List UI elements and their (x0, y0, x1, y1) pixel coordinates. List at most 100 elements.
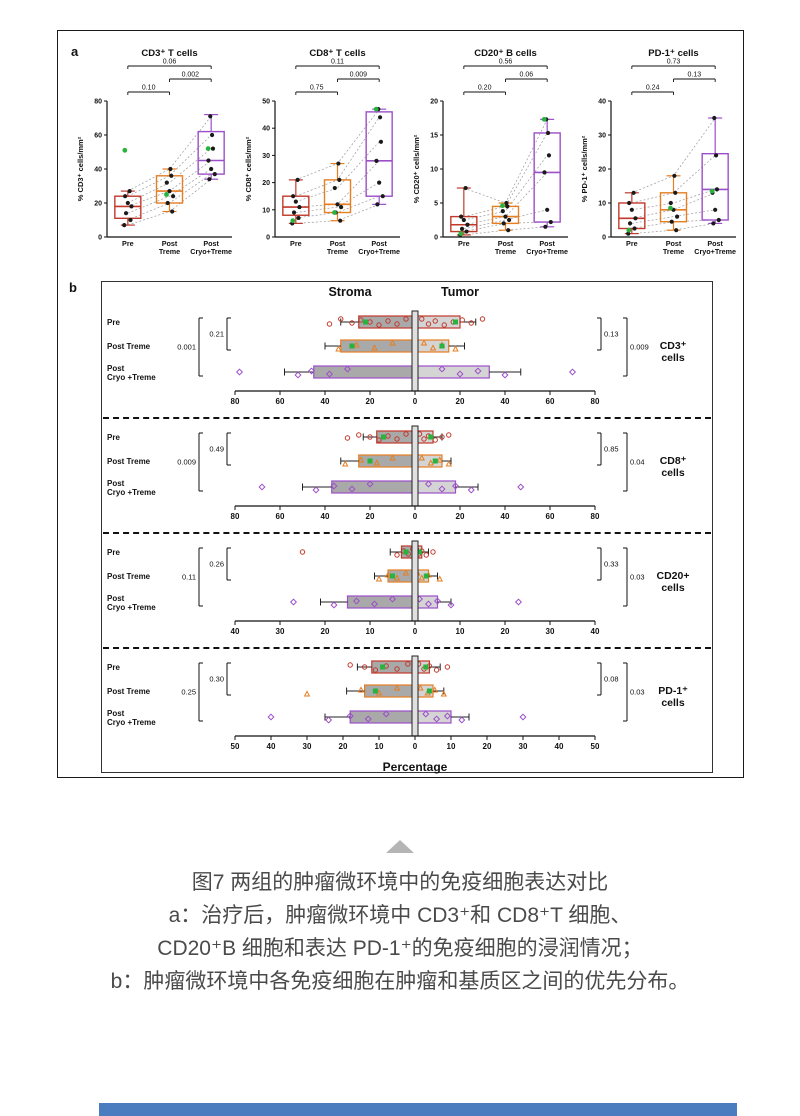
data-point (129, 204, 134, 209)
svg-text:CD8⁺: CD8⁺ (660, 455, 687, 467)
bar (331, 480, 416, 494)
svg-text:Post: Post (666, 239, 682, 248)
svg-text:CD8⁺ T cells: CD8⁺ T cells (309, 48, 365, 59)
svg-text:0: 0 (413, 627, 418, 636)
data-point (339, 204, 344, 210)
data-point (209, 166, 214, 172)
caption-line-1: 图7 两组的肿瘤微环境中的免疫细胞表达对比 (191, 871, 609, 894)
green-marker (453, 319, 458, 325)
svg-text:80: 80 (591, 512, 600, 521)
row-group-0: Pre (107, 660, 451, 674)
svg-text:Post: Post (203, 239, 219, 248)
svg-text:20: 20 (339, 742, 348, 751)
svg-text:40: 40 (501, 397, 510, 406)
svg-text:20: 20 (430, 99, 438, 106)
svg-text:0.21: 0.21 (209, 330, 224, 339)
svg-text:10: 10 (456, 627, 465, 636)
svg-text:30: 30 (546, 627, 555, 636)
svg-text:Post Treme: Post Treme (107, 687, 151, 696)
bar (358, 454, 416, 468)
data-point (377, 115, 383, 120)
data-point (377, 180, 382, 185)
svg-text:10: 10 (598, 201, 606, 208)
svg-text:0.08: 0.08 (604, 675, 619, 684)
svg-text:Post: Post (162, 239, 178, 248)
data-point (291, 194, 296, 199)
svg-text:cells: cells (661, 582, 685, 594)
svg-text:0: 0 (98, 235, 102, 242)
svg-text:80: 80 (231, 512, 240, 521)
svg-text:% CD8⁺ cells/mm²: % CD8⁺ cells/mm² (244, 136, 253, 201)
svg-text:0.13: 0.13 (604, 330, 619, 339)
svg-text:20: 20 (501, 627, 510, 636)
svg-text:0.06: 0.06 (520, 72, 534, 79)
data-point (714, 187, 720, 192)
svg-text:Post: Post (371, 239, 387, 248)
svg-text:CD3⁺ T cells: CD3⁺ T cells (141, 48, 197, 59)
svg-text:20: 20 (366, 397, 375, 406)
data-point (504, 200, 509, 206)
data-point (505, 204, 510, 209)
percentage-axis-label-text: Percentage (382, 760, 448, 774)
svg-text:20: 20 (598, 167, 606, 174)
data-point (632, 226, 637, 231)
svg-text:Cryo +Treme: Cryo +Treme (107, 488, 156, 497)
green-data-point (164, 192, 169, 197)
data-point (297, 204, 302, 210)
svg-text:0.11: 0.11 (182, 573, 196, 582)
data-point (209, 132, 215, 138)
svg-text:0.33: 0.33 (604, 560, 619, 569)
data-point (295, 177, 300, 182)
data-point (123, 211, 129, 216)
data-point (463, 185, 468, 191)
svg-text:0: 0 (266, 235, 270, 242)
row-group-0: Pre (107, 545, 436, 559)
panel-b-label: b (69, 280, 77, 295)
svg-text:Treme: Treme (159, 247, 180, 256)
box-group-2 (701, 117, 729, 224)
svg-text:Post Treme: Post Treme (107, 457, 151, 466)
svg-text:40: 40 (555, 742, 564, 751)
svg-text:cells: cells (661, 697, 685, 709)
svg-text:Pre: Pre (122, 239, 134, 248)
svg-text:Cryo+Treme: Cryo+Treme (694, 247, 736, 256)
svg-text:0.26: 0.26 (209, 560, 224, 569)
panel-b-header: Stroma Tumor (103, 285, 711, 305)
svg-text:40: 40 (598, 99, 606, 106)
data-point (712, 115, 717, 121)
data-point (713, 153, 719, 158)
data-point (713, 207, 718, 212)
collapse-up-arrow-icon[interactable] (386, 840, 414, 853)
data-point (716, 217, 721, 223)
data-point (169, 173, 174, 178)
green-data-point (541, 116, 547, 122)
svg-text:Pre: Pre (107, 433, 120, 442)
svg-text:Cryo +Treme: Cryo +Treme (107, 603, 156, 612)
svg-text:0.75: 0.75 (310, 85, 324, 92)
svg-text:0.20: 0.20 (478, 85, 492, 92)
bar (364, 684, 416, 698)
data-point (127, 189, 132, 194)
data-point (500, 209, 505, 214)
svg-text:Cryo+Treme: Cryo+Treme (358, 247, 400, 256)
data-point (465, 222, 470, 227)
svg-text:20: 20 (321, 627, 330, 636)
data-point (507, 217, 512, 223)
svg-text:50: 50 (591, 742, 600, 751)
data-point (122, 223, 127, 228)
svg-text:Post: Post (107, 709, 125, 718)
row-group-0: Pre (107, 315, 486, 329)
data-point (669, 219, 674, 224)
green-marker (428, 434, 434, 440)
bar (414, 480, 457, 494)
green-data-point (290, 218, 296, 224)
